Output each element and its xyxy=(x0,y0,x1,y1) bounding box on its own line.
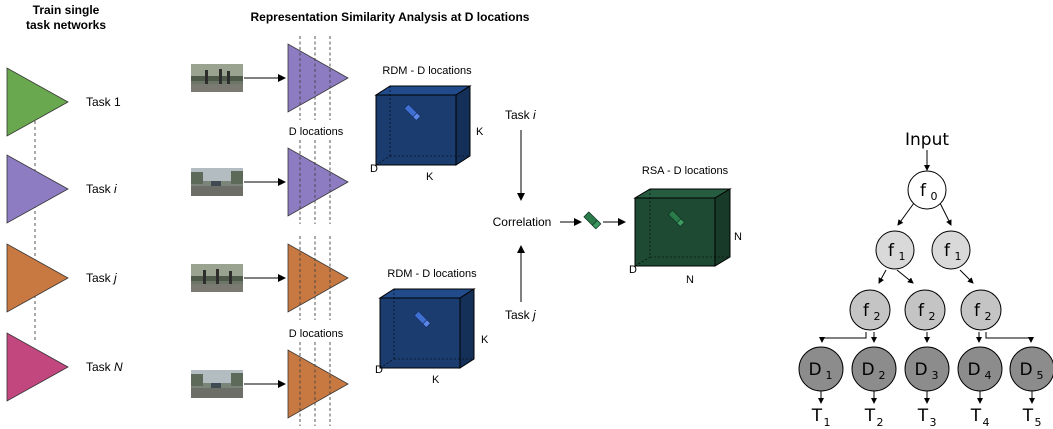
rsa-dim-d: D xyxy=(629,264,637,276)
rdm-title: RDM - D locations xyxy=(387,268,477,280)
svg-text:T: T xyxy=(811,406,823,426)
task-output: T 3 xyxy=(917,406,937,429)
svg-text:1: 1 xyxy=(899,250,906,263)
svg-text:2: 2 xyxy=(929,310,936,323)
node-f1: f 1 xyxy=(875,230,915,270)
task-output: T 4 xyxy=(970,406,990,429)
svg-text:f: f xyxy=(974,301,981,321)
scene-thumbnail xyxy=(191,264,243,292)
svg-text:3: 3 xyxy=(932,369,939,382)
svg-text:T: T xyxy=(970,406,982,426)
task-j-network-top xyxy=(287,243,349,313)
task-i-network-bottom xyxy=(287,147,349,217)
svg-text:1: 1 xyxy=(826,369,833,382)
svg-text:2: 2 xyxy=(985,310,992,323)
scene-thumbnail xyxy=(191,168,243,196)
correlation-label: Correlation xyxy=(493,215,552,229)
rsa-title: RSA - D locations xyxy=(642,165,729,177)
svg-text:f: f xyxy=(888,241,895,261)
task-i-label: Task i xyxy=(86,182,117,196)
d-locations-label: D locations xyxy=(289,328,344,340)
tree-edges xyxy=(818,202,1035,404)
decoder-node: D 3 xyxy=(904,346,950,392)
task-1-label: Task 1 xyxy=(86,95,121,109)
left-heading-line-1: Train single xyxy=(33,3,100,17)
node-f0: f 0 xyxy=(907,170,947,210)
svg-text:1: 1 xyxy=(955,250,962,263)
svg-text:0: 0 xyxy=(931,190,938,203)
branched-architecture-tree: Input f 0 xyxy=(798,130,1053,429)
task-j-network xyxy=(6,243,69,313)
scene-thumbnail xyxy=(191,64,243,92)
rdm-slice-block xyxy=(413,310,431,328)
svg-text:T: T xyxy=(917,406,929,426)
svg-text:f: f xyxy=(920,181,927,201)
svg-text:5: 5 xyxy=(1037,369,1044,382)
svg-text:2: 2 xyxy=(874,310,881,323)
task-j-label: Task j xyxy=(86,271,117,285)
rsa-cube xyxy=(633,188,732,267)
task-i-network xyxy=(6,154,69,224)
d-location-lines xyxy=(299,36,331,426)
node-f2: f 2 xyxy=(960,289,1002,331)
task-i-network-top xyxy=(287,43,349,113)
svg-text:f: f xyxy=(918,301,925,321)
svg-text:T: T xyxy=(864,406,876,426)
svg-text:5: 5 xyxy=(1035,416,1042,429)
task-j-label-rsa: Task j xyxy=(505,308,536,322)
svg-text:3: 3 xyxy=(930,416,937,429)
rsa-dim-n-side: N xyxy=(734,231,742,243)
node-f2: f 2 xyxy=(849,289,891,331)
rdm-cube xyxy=(374,85,472,166)
node-f1: f 1 xyxy=(931,230,971,270)
svg-text:2: 2 xyxy=(879,369,886,382)
left-heading-line-2: task networks xyxy=(26,18,106,32)
task-n-network xyxy=(6,332,69,402)
decoder-node: D 5 xyxy=(1009,346,1053,392)
rdm-dim-k-bottom: K xyxy=(432,374,440,386)
svg-text:D: D xyxy=(967,360,980,380)
single-task-networks: Train single task networks Task 1 Task i… xyxy=(6,3,123,402)
task-n-label: Task N xyxy=(86,360,123,374)
rdm-dim-k-side: K xyxy=(481,334,489,346)
scene-thumbnail xyxy=(191,370,243,398)
input-label: Input xyxy=(905,130,949,150)
rdm-dim-k-bottom: K xyxy=(426,171,434,183)
decoder-node: D 1 xyxy=(798,346,844,392)
svg-text:f: f xyxy=(944,241,951,261)
rsa-slice-block xyxy=(667,209,685,227)
svg-text:4: 4 xyxy=(985,369,992,382)
svg-text:D: D xyxy=(808,360,821,380)
svg-text:f: f xyxy=(863,301,870,321)
task-i-label-rsa: Task i xyxy=(505,108,536,122)
task-output: T 2 xyxy=(864,406,884,429)
decoder-node: D 4 xyxy=(957,346,1003,392)
rdm-dim-d: D xyxy=(370,163,378,175)
rsa-section: Representation Similarity Analysis at D … xyxy=(191,10,742,426)
svg-text:D: D xyxy=(861,360,874,380)
rdm-slice-block xyxy=(403,103,421,121)
task-1-network xyxy=(6,67,69,137)
decoder-node: D 2 xyxy=(851,346,897,392)
rsa-heading: Representation Similarity Analysis at D … xyxy=(251,10,530,24)
correlation-block xyxy=(583,211,602,230)
svg-text:D: D xyxy=(1019,360,1032,380)
rdm-title: RDM - D locations xyxy=(382,65,472,77)
svg-text:1: 1 xyxy=(824,416,831,429)
rdm-dim-k-side: K xyxy=(476,126,484,138)
d-locations-label: D locations xyxy=(289,126,344,138)
rsa-dim-n-bottom: N xyxy=(686,274,694,286)
svg-text:T: T xyxy=(1022,406,1034,426)
task-output: T 1 xyxy=(811,406,831,429)
task-output: T 5 xyxy=(1022,406,1042,429)
svg-text:4: 4 xyxy=(983,416,990,429)
svg-text:2: 2 xyxy=(877,416,884,429)
rdm-dim-d: D xyxy=(375,364,383,376)
node-f2: f 2 xyxy=(904,289,946,331)
rdm-cube xyxy=(378,288,476,369)
task-j-network-bottom xyxy=(287,349,349,419)
svg-text:D: D xyxy=(914,360,927,380)
